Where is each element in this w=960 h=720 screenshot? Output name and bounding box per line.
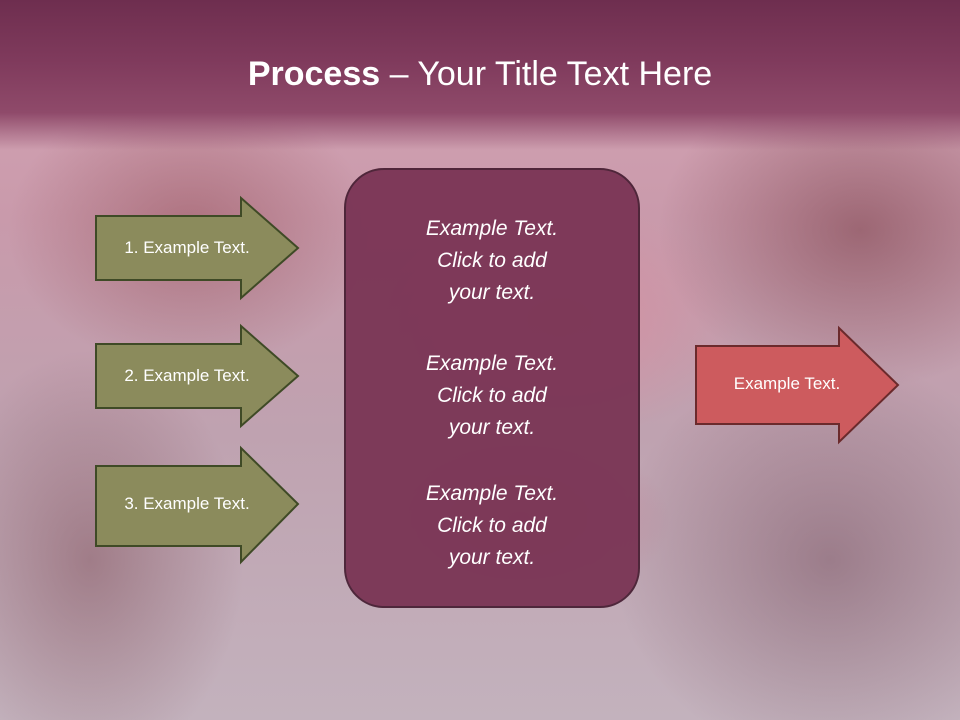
slide-title[interactable]: Process – Your Title Text Here	[0, 52, 960, 96]
center-paragraph-3[interactable]: Example Text. Click to add your text.	[425, 482, 559, 569]
arrow-shape	[95, 195, 300, 301]
arrow-shape	[695, 325, 900, 445]
arrow-label: 1. Example Text.	[124, 238, 250, 257]
right-arrow[interactable]: Example Text.	[695, 325, 900, 445]
arrow-label: Example Text.	[733, 374, 841, 393]
arrow-label: 3. Example Text.	[124, 494, 250, 513]
title-bold: Process	[247, 55, 381, 93]
arrow-shape	[95, 323, 300, 429]
center-paragraph-2[interactable]: Example Text. Click to add your text.	[425, 352, 559, 439]
arrow-label: 2. Example Text.	[124, 366, 250, 385]
title-bar	[0, 0, 960, 150]
left-arrow-2[interactable]: 2. Example Text.	[95, 323, 300, 429]
left-arrow-3[interactable]: 3. Example Text.	[95, 445, 300, 565]
center-paragraph-1[interactable]: Example Text. Click to add your text.	[425, 217, 559, 304]
title-rest: – Your Title Text Here	[380, 55, 713, 93]
center-text-box[interactable]	[344, 168, 640, 608]
arrow-shape	[95, 445, 300, 565]
left-arrow-1[interactable]: 1. Example Text.	[95, 195, 300, 301]
